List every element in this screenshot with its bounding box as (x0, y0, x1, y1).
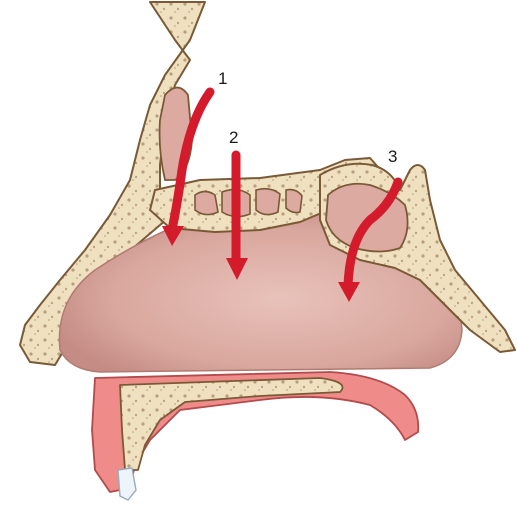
ethmoid-cell (195, 192, 218, 215)
tooth (118, 468, 136, 500)
marker-3: 3 (388, 147, 397, 166)
ethmoid-cell (286, 190, 302, 213)
hard-palate-bone (120, 378, 343, 470)
marker-1: 1 (218, 69, 227, 88)
marker-2: 2 (229, 128, 238, 147)
ethmoid-cell (256, 189, 280, 215)
